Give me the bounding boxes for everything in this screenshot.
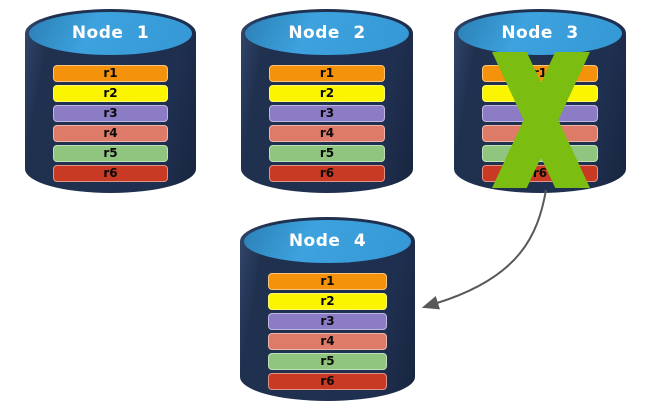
row-r2: r2 — [268, 293, 387, 310]
row-r1: r1 — [268, 273, 387, 290]
cylinder-top — [29, 12, 192, 55]
row-r3: r3 — [268, 313, 387, 330]
row-r1: r1 — [269, 65, 385, 82]
row-r6: r6 — [268, 373, 387, 390]
node-1: Node 1 r1 r2 r3 r4 r5 r6 — [25, 9, 196, 193]
row-r4: r4 — [268, 333, 387, 350]
failure-x-icon — [492, 52, 590, 188]
row-r5: r5 — [269, 145, 385, 162]
row-stack: r1 r2 r3 r4 r5 r6 — [269, 65, 385, 182]
cylinder-top — [458, 12, 622, 55]
row-r5: r5 — [268, 353, 387, 370]
node-title: Node 1 — [71, 23, 150, 43]
row-r2: r2 — [53, 85, 168, 102]
cylinder-top — [244, 220, 411, 263]
failover-arrow-path — [421, 189, 547, 310]
row-stack: r1 r2 r3 r4 r5 r6 — [53, 65, 168, 182]
node-title: Node 3 — [501, 23, 579, 43]
node-title: Node 2 — [288, 23, 366, 43]
row-r4: r4 — [53, 125, 168, 142]
row-r6: r6 — [53, 165, 168, 182]
row-r1: r1 — [53, 65, 168, 82]
row-stack: r1 r2 r3 r4 r5 r6 — [268, 273, 387, 390]
node-3: Node 3 r1 r2 r3 r4 r5 r6 — [454, 9, 626, 193]
row-r3: r3 — [53, 105, 168, 122]
row-r3: r3 — [269, 105, 385, 122]
row-r4: r4 — [269, 125, 385, 142]
node-4: Node 4 r1 r2 r3 r4 r5 r6 — [240, 217, 415, 401]
cylinder-top — [245, 12, 409, 55]
node-2: Node 2 r1 r2 r3 r4 r5 r6 — [241, 9, 413, 193]
node-title: Node 4 — [288, 231, 367, 251]
row-r6: r6 — [269, 165, 385, 182]
row-r5: r5 — [53, 145, 168, 162]
row-r2: r2 — [269, 85, 385, 102]
